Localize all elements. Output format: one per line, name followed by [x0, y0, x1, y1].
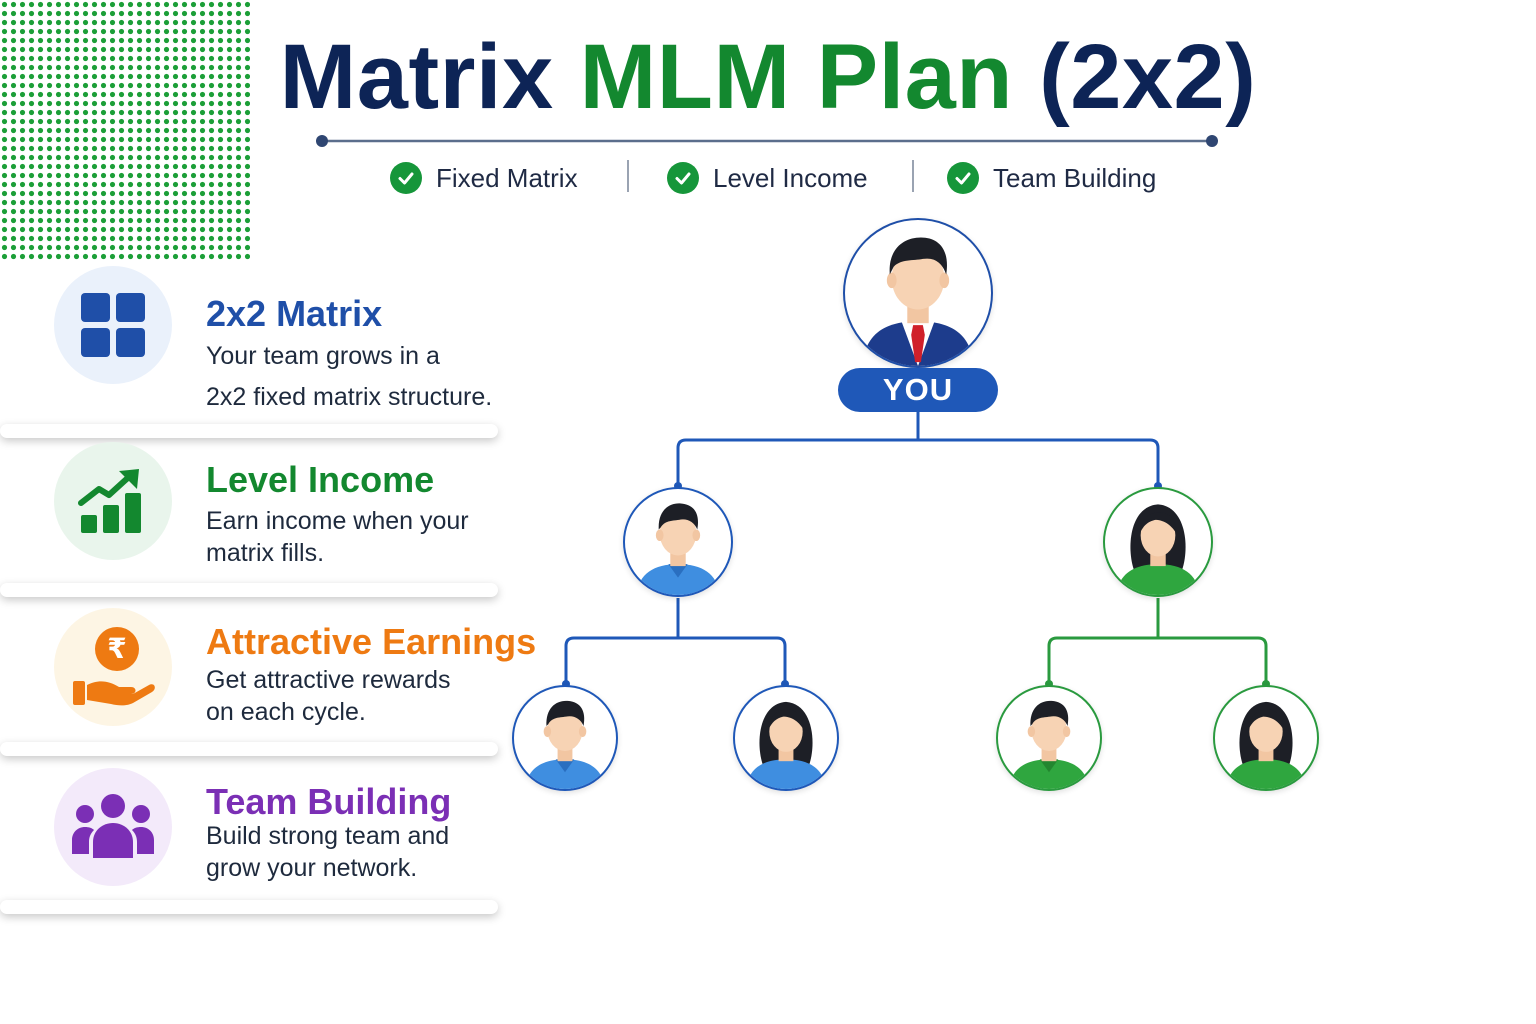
tag-label: Level Income — [713, 162, 868, 193]
woman-avatar-icon — [1116, 504, 1200, 595]
feature-desc-level-income: Earn income when your matrix fills. — [206, 505, 469, 569]
feature-icon-circle: ₹ — [54, 608, 172, 726]
feature-desc-attractive-earnings: Get attractive rewards on each cycle. — [206, 664, 451, 728]
feature-desc-matrix: Your team grows in a 2x2 fixed matrix st… — [206, 340, 492, 413]
feature-title-matrix: 2x2 Matrix — [206, 293, 383, 334]
check-icon — [947, 162, 979, 194]
feature-desc-line: Get attractive rewards — [206, 666, 451, 694]
tag-separator — [912, 160, 914, 192]
tag-team-building: Team Building — [947, 158, 1156, 198]
feature-icon-circle — [54, 442, 172, 560]
woman-avatar-icon — [1226, 701, 1306, 789]
grid-icon — [81, 293, 145, 357]
feature-desc-line: 2x2 fixed matrix structure. — [206, 383, 493, 411]
feature-divider — [0, 900, 498, 914]
man-avatar-icon — [1009, 700, 1089, 789]
feature-desc-line: Build strong team and — [206, 822, 450, 850]
businessman-avatar-icon — [862, 237, 974, 366]
team-icon — [72, 794, 154, 858]
tree-node-you — [843, 218, 993, 368]
tree-node-level1-left — [623, 487, 733, 597]
man-avatar-icon — [525, 700, 605, 789]
tag-fixed-matrix: Fixed Matrix — [390, 158, 578, 198]
feature-desc-line: Earn income when your — [206, 507, 469, 535]
tag-label: Team Building — [993, 162, 1157, 193]
tree-node-level2-2 — [733, 685, 839, 791]
check-icon — [667, 162, 699, 194]
tag-separator — [627, 160, 629, 192]
title-part-plan: MLM Plan — [579, 26, 1013, 128]
rupee-hand-icon: ₹ — [73, 627, 155, 706]
svg-text:₹: ₹ — [107, 632, 126, 665]
woman-avatar-icon — [746, 701, 826, 789]
tree-node-level2-4 — [1213, 685, 1319, 791]
tree-node-level2-3 — [996, 685, 1102, 791]
growth-chart-icon — [78, 469, 141, 533]
feature-title-attractive-earnings: Attractive Earnings — [206, 621, 537, 662]
tree-node-level1-right — [1103, 487, 1213, 597]
title-part-matrix: Matrix — [279, 26, 554, 128]
feature-desc-line: matrix fills. — [206, 539, 325, 567]
feature-desc-line: grow your network. — [206, 854, 418, 882]
feature-desc-team-building: Build strong team and grow your network. — [206, 820, 449, 884]
tree-node-level2-1 — [512, 685, 618, 791]
tag-level-income: Level Income — [667, 158, 868, 198]
feature-divider — [0, 424, 498, 438]
title-part-size: (2x2) — [1039, 26, 1257, 128]
feature-title-level-income: Level Income — [206, 459, 435, 500]
feature-desc-line: on each cycle. — [206, 698, 366, 726]
tag-label: Fixed Matrix — [436, 162, 578, 193]
feature-divider — [0, 742, 498, 756]
feature-title-team-building: Team Building — [206, 781, 452, 822]
feature-desc-line: Your team grows in a — [206, 342, 440, 370]
man-avatar-icon — [636, 503, 720, 595]
feature-icon-circle — [54, 768, 172, 886]
feature-icon-circle — [54, 266, 172, 384]
feature-divider — [0, 583, 498, 597]
check-icon — [390, 162, 422, 194]
page-title: Matrix MLM Plan (2x2) — [0, 22, 1536, 132]
you-label-badge: YOU — [838, 368, 998, 412]
